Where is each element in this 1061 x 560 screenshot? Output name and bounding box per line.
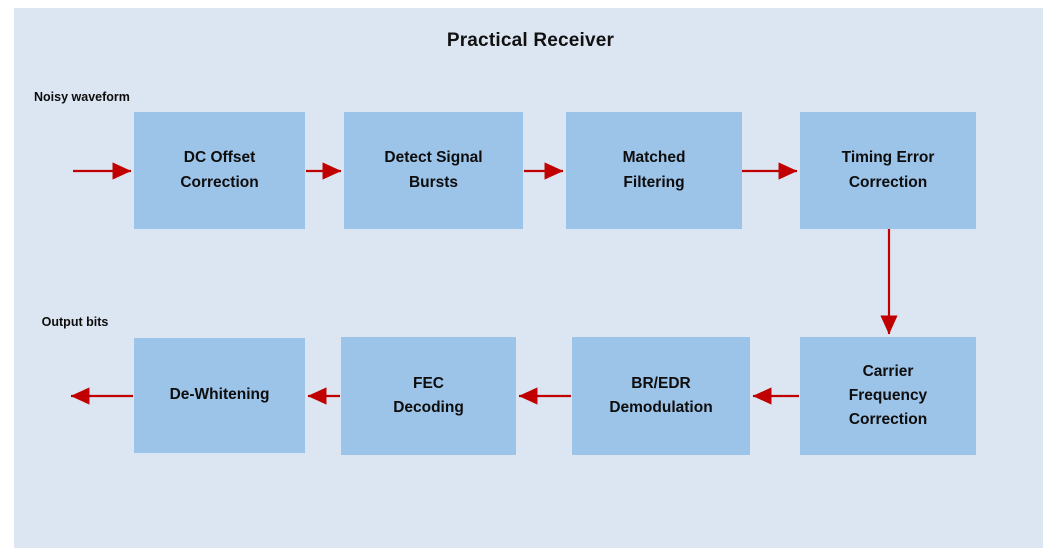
diagram-panel (14, 8, 1043, 548)
block-label-line1: BR/EDR (631, 374, 691, 392)
input-label: Noisy waveform (34, 88, 130, 106)
block-detect-signal-bursts[interactable]: Detect Signal Bursts (344, 112, 523, 229)
block-label-line2: Bursts (408, 173, 459, 191)
block-matched-filtering[interactable]: Matched Filtering (566, 112, 742, 229)
block-fec-decoding[interactable]: FEC Decoding (341, 337, 516, 455)
block-timing-error-correction[interactable]: Timing Error Correction (800, 112, 976, 229)
output-label: Output bits (31, 313, 119, 331)
block-dc-offset-correction[interactable]: DC Offset Correction (134, 112, 305, 229)
block-label-line2: Frequency (848, 386, 928, 404)
page-title: Practical Receiver (446, 30, 615, 51)
block-label-line3: Correction (848, 411, 928, 428)
block-label-line2: Correction (180, 173, 259, 191)
block-br-edr-demodulation[interactable]: BR/EDR Demodulation (572, 337, 750, 455)
block-label-line2: Decoding (393, 399, 464, 416)
block-de-whitening[interactable]: De-Whitening (134, 338, 305, 453)
block-label-line1: Matched (622, 149, 686, 167)
input-label-line1: Noisy (34, 90, 69, 104)
block-label-line2: Correction (848, 173, 928, 191)
output-label-line1: Output (41, 315, 83, 329)
block-label-line2: Filtering (623, 173, 685, 191)
block-label-line1: De-Whitening (169, 386, 270, 404)
block-label-line1: DC Offset (183, 149, 256, 167)
block-carrier-frequency-correction[interactable]: Carrier Frequency Correction (800, 337, 976, 455)
block-label-line1: Detect Signal (384, 149, 483, 167)
block-label-line1: FEC (413, 374, 444, 392)
block-label-line2: Demodulation (609, 399, 713, 416)
output-label-line2: bits (86, 315, 109, 329)
block-label-line1: Carrier (862, 362, 914, 380)
input-label-line2: waveform (71, 90, 130, 104)
block-label-line1: Timing Error (841, 149, 935, 167)
